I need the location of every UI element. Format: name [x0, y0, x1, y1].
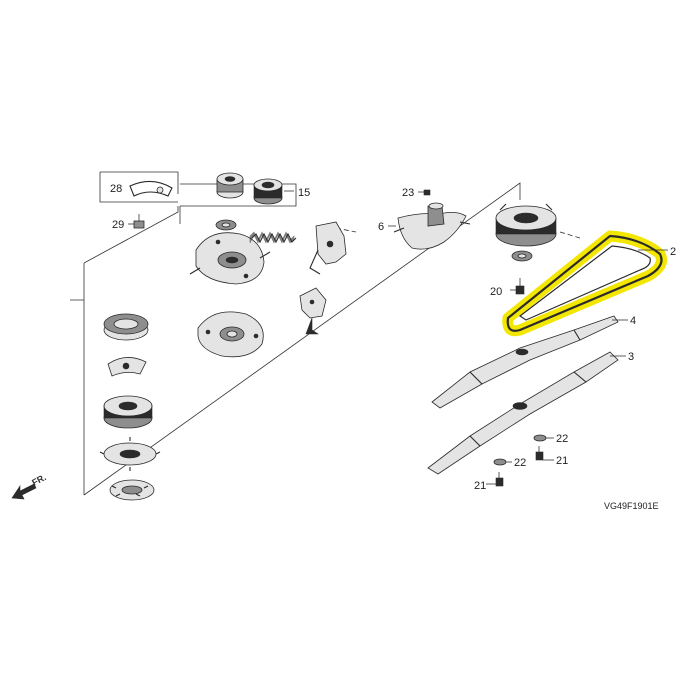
callout-22b[interactable]: 22: [514, 457, 526, 469]
diagram-code: VG49F1901E: [604, 501, 659, 511]
pulley-bearing-part: [511, 250, 533, 262]
link-arm-part: [299, 287, 327, 335]
v-belt-highlighted[interactable]: [502, 230, 667, 337]
callout-28[interactable]: 28: [110, 183, 122, 195]
nut-part-22b: [493, 458, 507, 466]
orientation-label: FR.: [30, 472, 47, 488]
clutch-housing-part: [189, 232, 271, 285]
bracket-clip-part: [129, 180, 173, 197]
callout-6[interactable]: 6: [378, 221, 384, 233]
spring-part: [249, 231, 297, 244]
callout-3[interactable]: 3: [628, 351, 634, 363]
bolt-part-23: [418, 189, 431, 196]
bolt-part-29: [128, 214, 145, 229]
callout-15[interactable]: 15: [298, 187, 310, 199]
bearing-part: [216, 172, 244, 199]
upper-blade-part: [431, 315, 619, 409]
callout-29[interactable]: 29: [112, 219, 124, 231]
callout-23[interactable]: 23: [402, 187, 414, 199]
bolt-part-21b: [495, 472, 504, 487]
nut-part-22a: [533, 434, 547, 442]
lock-washer-part: [109, 479, 155, 501]
bolt-part-20: [510, 278, 525, 295]
pulley-part: [103, 395, 153, 429]
callout-2[interactable]: 2: [670, 246, 676, 258]
callout-21b[interactable]: 21: [474, 480, 486, 492]
blade-holder-part: [393, 202, 471, 250]
bolt-part-21a: [535, 446, 544, 461]
callout-21a[interactable]: 21: [556, 455, 568, 467]
brake-drum-part: [103, 313, 149, 341]
sealed-bearing-part: [253, 178, 283, 205]
callout-4[interactable]: 4: [630, 315, 636, 327]
lever-bracket-part: [309, 221, 347, 275]
callout-22a[interactable]: 22: [556, 433, 568, 445]
front-arrow-icon: [11, 483, 37, 500]
callout-20[interactable]: 20: [490, 286, 502, 298]
shoe-part: [107, 357, 147, 377]
lower-blade-part: [427, 351, 619, 475]
drive-pulley-part: [495, 203, 557, 247]
adapter-gear-part: [99, 437, 161, 471]
washer-part: [215, 219, 237, 231]
brake-plate-part: [197, 311, 264, 358]
